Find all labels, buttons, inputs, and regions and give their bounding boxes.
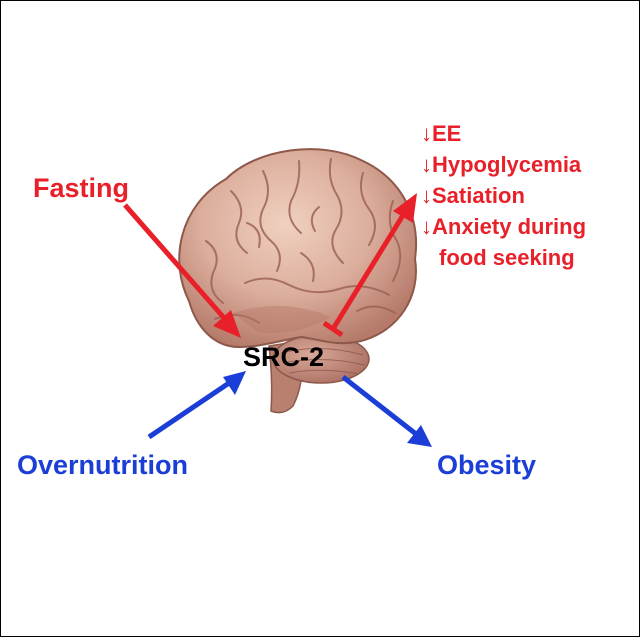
effect-text: Hypoglycemia (432, 152, 582, 177)
effect-text: food seeking (439, 245, 575, 270)
overnutrition-arrow-line (147, 380, 231, 440)
arrows (123, 193, 432, 447)
effect-text: Anxiety during (432, 214, 586, 239)
down-arrow-icon: ↓ (421, 214, 432, 239)
obesity-arrow-line (341, 375, 418, 436)
fasting-arrow-line (123, 203, 227, 321)
down-arrow-icon: ↓ (421, 121, 432, 146)
cerebrum (178, 148, 417, 349)
effect-item: ↓Satiation (421, 183, 525, 208)
effect-item: ↓Anxiety during (421, 214, 586, 239)
fasting-effects-list: ↓EE ↓Hypoglycemia ↓Satiation ↓Anxiety du… (421, 121, 586, 270)
overnutrition-arrow-head (223, 371, 246, 395)
obesity-arrow-head (407, 425, 432, 447)
effects-arrow-head (393, 193, 417, 223)
obesity-label: Obesity (437, 450, 536, 480)
src2-label: SRC-2 (243, 342, 324, 372)
down-arrow-icon: ↓ (421, 152, 432, 177)
fasting-label: Fasting (33, 173, 129, 203)
effect-text: EE (432, 121, 461, 146)
overnutrition-label: Overnutrition (17, 450, 188, 480)
effect-text: Satiation (432, 183, 525, 208)
effect-item: ↓Hypoglycemia (421, 152, 582, 177)
fasting-arrow-head (213, 310, 241, 338)
effect-item: food seeking (439, 245, 575, 270)
effects-arrow-tail-bar (322, 320, 344, 338)
effect-item: ↓EE (421, 121, 461, 146)
effects-arrow-line (330, 210, 408, 331)
down-arrow-icon: ↓ (421, 183, 432, 208)
brain-illustration (178, 148, 417, 414)
